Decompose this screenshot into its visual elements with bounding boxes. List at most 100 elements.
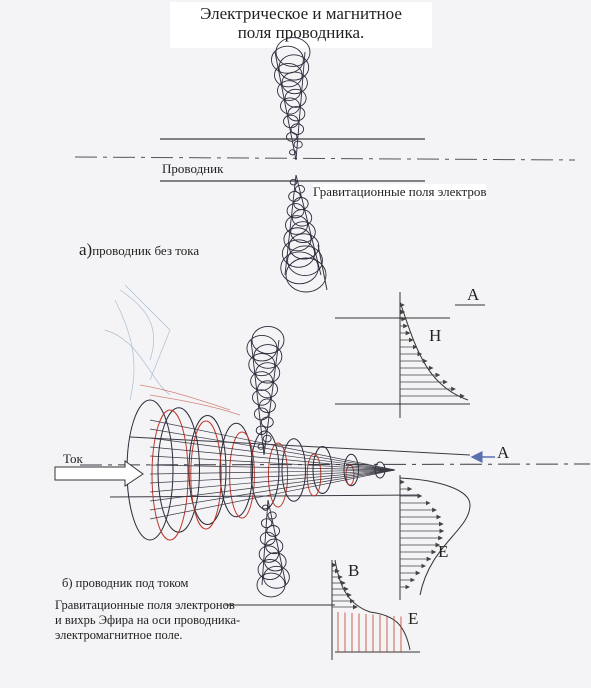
cone-loop: [257, 443, 265, 450]
cone-loop: [259, 531, 276, 546]
vortex-ellipse: [219, 422, 253, 518]
cone-loop: [288, 233, 320, 260]
cone-loop: [290, 123, 305, 135]
label-e-bottom: E: [408, 609, 419, 628]
vortex-field-line: [149, 469, 396, 475]
label-a-top: A: [467, 285, 480, 304]
vortex-ellipse: [281, 438, 306, 502]
cone-loop-edge: [295, 174, 322, 276]
case-b-line-1: б) проводник под током: [62, 576, 189, 590]
cone-loop: [287, 245, 323, 276]
cone-loop: [251, 325, 285, 355]
cone-loop: [283, 114, 299, 129]
cone-loop: [248, 353, 276, 377]
cone-loop: [293, 140, 303, 149]
cone-loop: [275, 37, 311, 67]
cone-loop-edge: [284, 174, 297, 276]
gravity-cone-upper: [271, 37, 311, 161]
cone-loop: [253, 344, 283, 369]
cone-loop: [285, 215, 308, 235]
cone-loop-edge: [250, 339, 265, 456]
cone-loop: [256, 572, 286, 598]
label-a-right: A: [497, 443, 510, 462]
vortex-field-line: [149, 469, 396, 484]
conductor-lines-top: [160, 138, 425, 182]
be-field-graph: [225, 559, 420, 660]
cone-loop: [278, 54, 310, 81]
label-current: Ток: [63, 451, 83, 466]
cone-loop: [294, 184, 306, 194]
title-line-2: поля проводника.: [237, 23, 365, 42]
cone-loop: [250, 371, 274, 391]
cone-loop: [281, 71, 308, 95]
label-conductor: Проводник: [162, 161, 224, 176]
cone-loop: [280, 97, 300, 115]
cone-loop-edge: [295, 51, 306, 161]
cone-loop: [260, 416, 274, 428]
faint-sketch: [104, 284, 171, 401]
vortex-field-lines: [149, 419, 396, 520]
title-background: [170, 2, 432, 48]
cone-loop: [291, 209, 313, 227]
e-field-graph: [399, 475, 471, 600]
cone-loop: [263, 565, 290, 589]
case-a-text: проводник без тока: [92, 243, 200, 258]
label-e-right: E: [438, 542, 449, 561]
cone-loop: [284, 88, 307, 108]
gravity-cone-b-upper: [246, 325, 285, 456]
cone-loop: [288, 190, 301, 202]
vortex-field-line: [149, 446, 396, 471]
vortex-field-line: [149, 464, 396, 471]
cone-loop: [258, 545, 279, 563]
cone-loop: [281, 239, 316, 268]
vortex-red-ellipses: [151, 409, 355, 541]
vortex-ellipse: [188, 415, 227, 525]
case-b-line-4: электромагнитное поле.: [55, 628, 183, 642]
cone-loop-edge: [274, 51, 297, 161]
cone-loop: [255, 362, 281, 384]
conductor-lines-bottom: [79, 436, 591, 498]
cone-loop: [262, 434, 272, 443]
gravity-cone-lower: [280, 174, 327, 293]
cone-loop: [257, 559, 283, 581]
h-field-graph: [335, 292, 485, 418]
case-b-line-2: Гравитационные поля электронов: [55, 598, 235, 612]
cone-loop: [290, 221, 316, 244]
vortex-field-line: [149, 428, 396, 471]
cone-loop: [277, 80, 302, 101]
cone-loop: [289, 149, 297, 156]
cone-loop: [255, 425, 267, 436]
cone-loop: [253, 407, 269, 421]
cone-loop: [283, 227, 312, 252]
vortex-field-line: [149, 469, 396, 493]
cone-loop-edge: [263, 339, 280, 456]
title-line-1: Электрическое и магнитное: [200, 4, 402, 23]
vortex-ellipse: [250, 430, 280, 510]
gravity-cone-b-lower: [256, 499, 290, 598]
vortex-red-ellipse: [229, 431, 255, 519]
vortex-field-line: [149, 455, 396, 471]
label-case-a: а)проводник без тока: [79, 240, 199, 260]
vortex-red-ellipse: [267, 442, 289, 508]
axis-dashed-line-top: [74, 156, 576, 161]
cone-loop-edge: [267, 499, 287, 586]
vortex-field-line: [149, 469, 396, 511]
cone-loop-edge: [261, 499, 269, 586]
vortex-red-ellipse: [151, 409, 189, 541]
cone-loop: [264, 552, 287, 572]
cone-loop: [274, 62, 303, 88]
current-arrow: [54, 460, 144, 487]
cone-loop: [246, 335, 278, 362]
vortex-field-line: [149, 419, 396, 471]
cone-loop: [286, 203, 305, 219]
case-a-prefix: а): [79, 240, 93, 259]
cone-loop: [262, 504, 270, 511]
cone-loop: [257, 380, 279, 399]
vortex-field-line: [149, 469, 396, 502]
label-grav-fields: Гравитационные поля электров: [313, 184, 487, 200]
cone-loop: [280, 251, 319, 285]
label-h: H: [429, 326, 442, 345]
vortex-red-ellipse: [190, 420, 222, 530]
